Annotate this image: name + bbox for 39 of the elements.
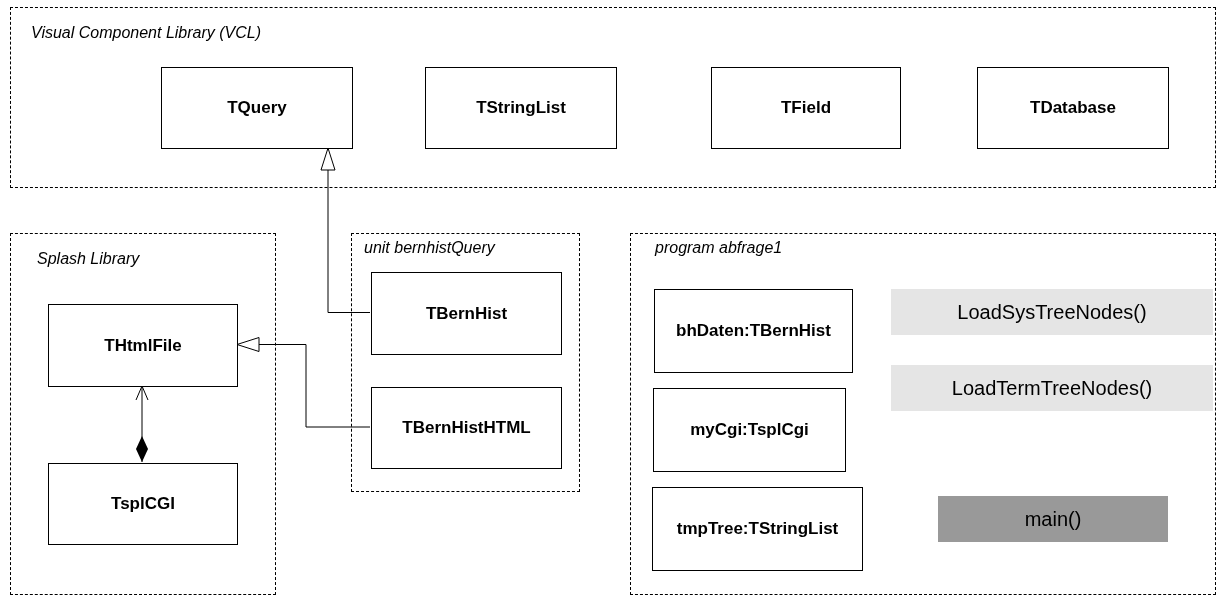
class-name: TsplCGI <box>111 494 175 514</box>
package-frame <box>10 233 276 595</box>
class-box <box>371 272 562 355</box>
class-box <box>653 388 846 472</box>
package-frame <box>630 233 1216 595</box>
operation-name: main() <box>1024 507 1082 531</box>
class-box <box>654 289 853 373</box>
class-box <box>977 67 1169 149</box>
generalization-arrow <box>320 147 371 313</box>
operation-box <box>891 289 1213 335</box>
package-title: Visual Component Library (VCL) <box>31 24 262 42</box>
operation-name: LoadTermTreeNodes() <box>951 376 1153 400</box>
class-box <box>711 67 901 149</box>
class-name: TBernHistHTML <box>402 418 531 438</box>
class-name: TDatabase <box>1030 98 1116 118</box>
operation-box <box>891 365 1213 411</box>
class-name: tmpTree:TStringList <box>676 519 839 539</box>
class-box <box>161 67 353 149</box>
class-name: bhDaten:TBernHist <box>676 321 831 341</box>
class-name: THtmlFile <box>104 335 182 356</box>
operation-name: LoadSysTreeNodes() <box>957 300 1147 324</box>
generalization-arrow <box>236 337 371 428</box>
class-box <box>371 387 562 469</box>
composition-arrow <box>135 385 149 463</box>
class-name: TQuery <box>227 98 287 118</box>
operation-box <box>938 496 1168 542</box>
class-box <box>48 304 238 387</box>
class-box <box>425 67 617 149</box>
package-title: Splash Library <box>37 250 140 268</box>
package-title: program abfrage1 <box>655 239 783 257</box>
class-name: TField <box>780 98 832 118</box>
class-name: TStringList <box>476 98 566 118</box>
package-frame <box>10 7 1216 188</box>
package-frame <box>351 233 580 492</box>
class-name: TBernHist <box>425 303 508 324</box>
package-title: unit bernhistQuery <box>364 239 495 257</box>
class-name: myCgi:TsplCgi <box>690 420 809 440</box>
class-box <box>48 463 238 545</box>
class-box <box>652 487 863 571</box>
